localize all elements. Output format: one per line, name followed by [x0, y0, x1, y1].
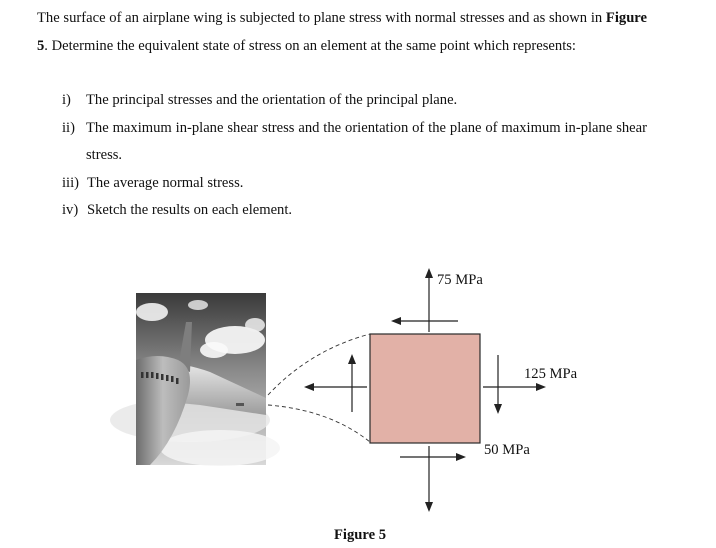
right-stress-label: 125 MPa [524, 366, 578, 382]
question-item-i: i) The principal stresses and the orient… [62, 87, 647, 115]
question-item-ii: ii) The maximum in-plane shear stress an… [62, 115, 647, 170]
airplane-wing-photo [110, 293, 280, 466]
right-shear-arrow [494, 355, 502, 414]
question-text: The principal stresses and the orientati… [86, 92, 458, 108]
right-normal-stress-arrow [483, 383, 546, 391]
bottom-stress-label: 50 MPa [484, 442, 530, 458]
question-text: The maximum in-plane shear stress and th… [86, 119, 647, 164]
leader-line-top [267, 333, 371, 396]
top-shear-arrow [391, 317, 458, 325]
question-number: i) [62, 92, 71, 108]
figure-caption: Figure 5 [334, 527, 387, 543]
question-number: ii) [62, 119, 75, 136]
left-normal-stress-arrow [304, 383, 367, 391]
question-text: The average normal stress. [87, 174, 244, 191]
top-normal-stress-arrow [425, 268, 433, 332]
question-text: Sketch the results on each element. [87, 202, 293, 218]
question-item-iv: iv) Sketch the results on each element. [62, 197, 647, 225]
bottom-normal-stress-arrow [425, 446, 433, 512]
question-item-iii: iii) The average normal stress. [62, 170, 647, 198]
figure-reference: Figure 5 [37, 10, 647, 54]
problem-statement: The surface of an airplane wing is subje… [37, 4, 647, 60]
problem-intro-1: The surface of an airplane wing is subje… [37, 10, 606, 26]
bottom-shear-arrow [400, 453, 466, 461]
left-shear-arrow [348, 354, 356, 412]
problem-intro-2: . Determine the equivalent state of stre… [44, 38, 576, 54]
top-stress-label: 75 MPa [437, 272, 483, 288]
question-number: iv) [62, 202, 79, 218]
stress-element [369, 333, 481, 444]
question-list: i) The principal stresses and the orient… [62, 87, 647, 225]
leader-line-bottom [267, 404, 371, 443]
question-number: iii) [62, 174, 80, 191]
